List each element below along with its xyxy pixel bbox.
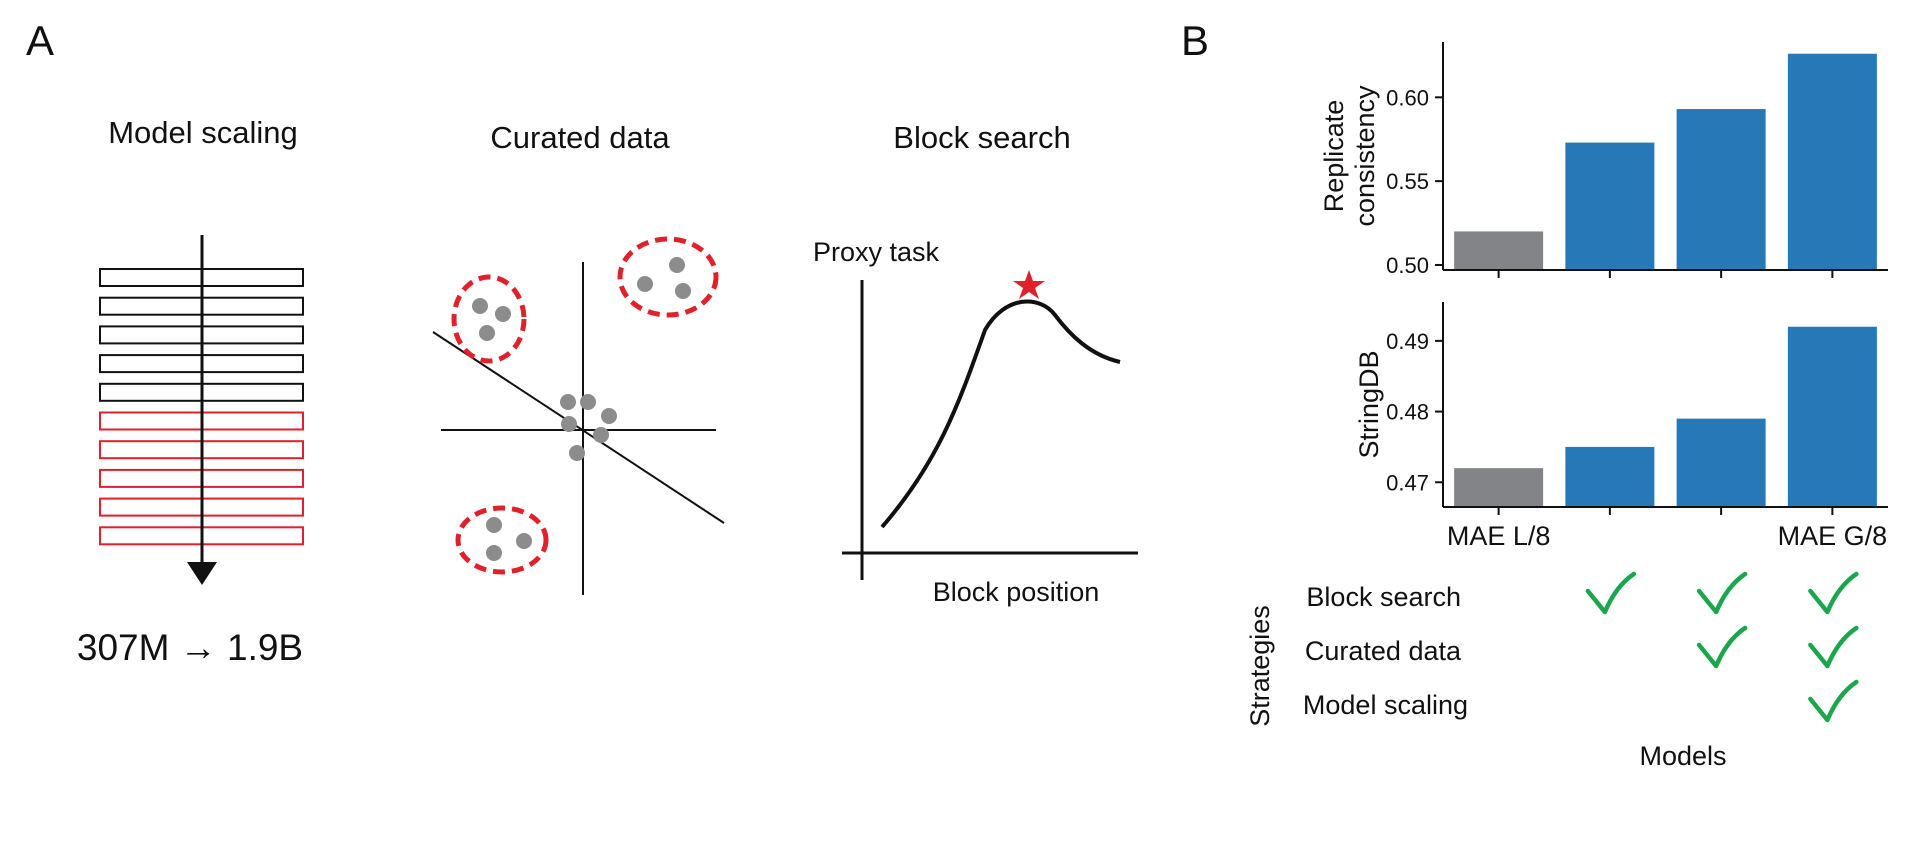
cluster-point [495,306,511,322]
cluster-point [637,276,653,292]
model-scaling-arrow-head [187,562,217,585]
y-axis-label: Replicateconsistency [1319,85,1380,227]
outlier-cluster [472,298,511,341]
bar [1676,109,1766,270]
y-axis-label: StringDB [1354,350,1384,458]
bar [1676,418,1766,507]
strategy-row-label: Block search [1306,582,1461,612]
optimum-star-icon [1013,270,1045,299]
check-icon [1808,571,1859,615]
bar [1787,53,1877,271]
models-label: Models [1639,741,1726,771]
check-icon [1585,571,1637,615]
y-tick-label: 0.50 [1386,253,1429,278]
curated-data-title: Curated data [490,120,670,155]
cluster-point [486,545,502,561]
block-search-title: Block search [893,120,1070,155]
cluster-point [516,533,532,549]
strategy-row-label: Curated data [1305,636,1462,666]
cluster-point [669,257,685,273]
outlier-cluster [486,517,532,561]
strategy-checkmarks [1585,571,1859,723]
outlier-cluster-ring [617,236,719,318]
curated-diagonal-line [432,331,725,524]
x-tick-label: MAE L/8 [1447,521,1551,551]
strategy-row-label: Model scaling [1303,690,1468,720]
check-icon [1696,625,1748,669]
strategies-label: Strategies [1245,605,1275,727]
bar [1565,446,1655,507]
y-tick-label: 0.60 [1386,85,1429,110]
bar [1787,326,1877,507]
y-tick-label: 0.47 [1386,470,1429,495]
proxy-task-label: Proxy task [813,237,940,267]
check-icon [1696,571,1748,615]
model-scaling-caption: 307M → 1.9B [77,627,303,668]
cluster-point [601,408,617,424]
cluster-point [560,394,576,410]
bar [1565,142,1655,270]
outlier-cluster-ring [451,274,527,364]
bar [1454,468,1544,507]
cluster-point [472,298,488,314]
outlier-cluster [637,257,691,299]
cluster-point [580,394,596,410]
check-icon [1808,625,1859,669]
y-tick-label: 0.49 [1386,329,1429,354]
cluster-point [561,416,577,432]
curated-data-scatter [432,236,725,595]
cluster-point [486,517,502,533]
panel-b-label: B [1181,17,1209,64]
cluster-point [479,325,495,341]
outlier-cluster-ring [455,505,549,575]
cluster-point [569,445,585,461]
proxy-task-curve [880,299,1121,529]
model-scaling-title: Model scaling [108,115,298,150]
x-tick-label: MAE G/8 [1778,521,1888,551]
cluster-point [675,283,691,299]
block-position-label: Block position [933,577,1100,607]
central-cluster [560,394,617,461]
y-tick-label: 0.55 [1386,169,1429,194]
bar [1454,231,1544,270]
check-icon [1808,679,1859,723]
cluster-point [593,427,609,443]
y-tick-label: 0.48 [1386,400,1429,425]
panel-a-label: A [26,17,54,64]
